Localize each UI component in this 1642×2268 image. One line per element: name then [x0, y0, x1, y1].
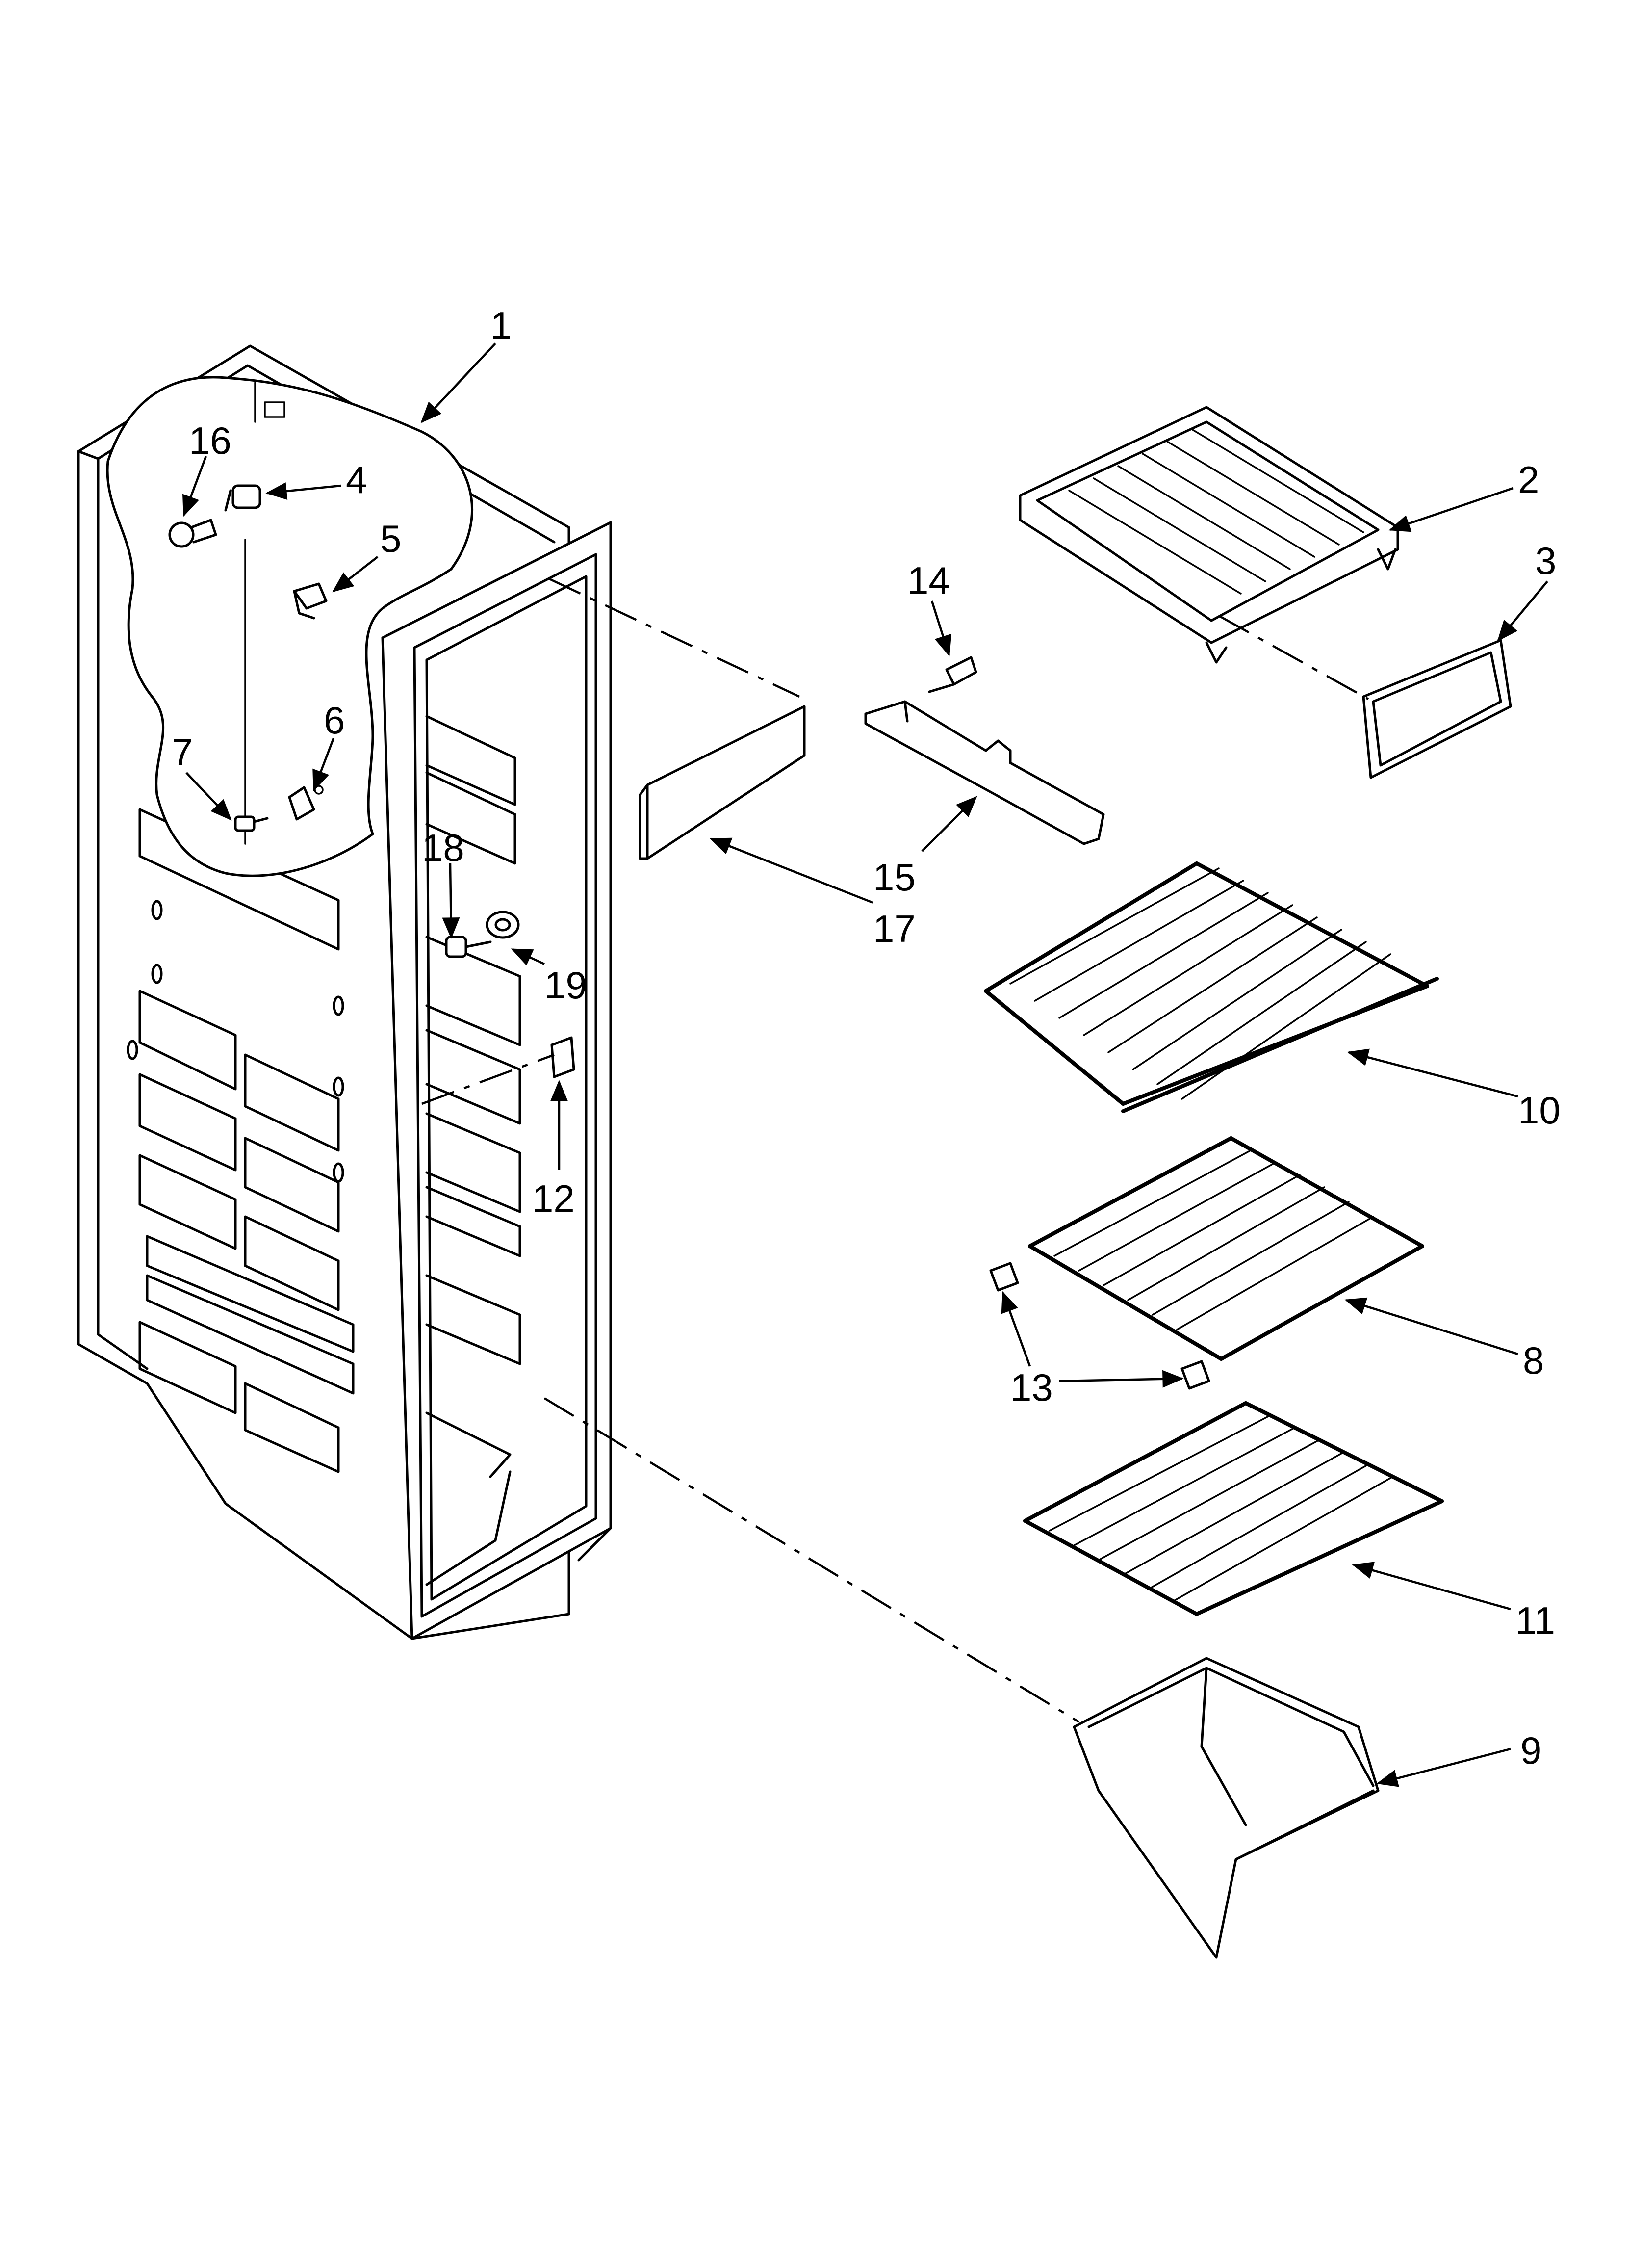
callout-19: 19: [544, 964, 587, 1007]
grommet-19: [486, 911, 520, 939]
callout-13: 13: [1010, 1366, 1053, 1409]
callout-17: 17: [873, 907, 916, 950]
liner-panels: [127, 808, 355, 1473]
callout-5: 5: [380, 517, 401, 560]
tray-2: [1019, 406, 1399, 664]
callout-6: 6: [324, 699, 345, 742]
callout-8: 8: [1523, 1339, 1544, 1382]
callout-9: 9: [1520, 1729, 1541, 1772]
screw-7: [234, 815, 269, 832]
callout-15: 15: [873, 856, 916, 899]
callout-labels: 1 2 3 4 5 6 7 8 9 10 11 12 13 14 15 16 1…: [172, 304, 1561, 1772]
freezer-liner: [77, 344, 612, 1640]
wire-shelf-10: [984, 861, 1439, 1113]
callout-10: 10: [1518, 1089, 1561, 1132]
callout-4: 4: [346, 458, 367, 501]
callout-14: 14: [907, 559, 950, 602]
slide-15: [864, 700, 1105, 845]
callout-3: 3: [1535, 539, 1556, 582]
callout-18: 18: [422, 826, 464, 869]
cover-17: [639, 705, 806, 860]
callout-2: 2: [1518, 458, 1539, 501]
callout-12: 12: [532, 1177, 575, 1220]
screw-14: [928, 656, 977, 693]
wire-shelf-11: [1023, 1401, 1444, 1616]
bracket-12: [550, 1036, 575, 1078]
leader-lines: [182, 342, 1548, 1787]
callout-11: 11: [1515, 1599, 1555, 1642]
assembly-lines: [421, 577, 1369, 1723]
callout-7: 7: [172, 730, 193, 774]
wire-shelf-8: [1028, 1136, 1424, 1361]
light-socket: [224, 484, 261, 512]
liner-rails: [425, 715, 521, 1586]
bracket-5: [293, 582, 328, 620]
pan-9: [1073, 1657, 1380, 1959]
light-bulb: [168, 519, 217, 548]
shelf-stud-13a: [989, 1262, 1019, 1292]
retainer-3: [1362, 639, 1512, 779]
callout-1: 1: [490, 304, 512, 347]
callout-16: 16: [189, 419, 231, 462]
shelf-stud-13b: [1180, 1360, 1210, 1390]
